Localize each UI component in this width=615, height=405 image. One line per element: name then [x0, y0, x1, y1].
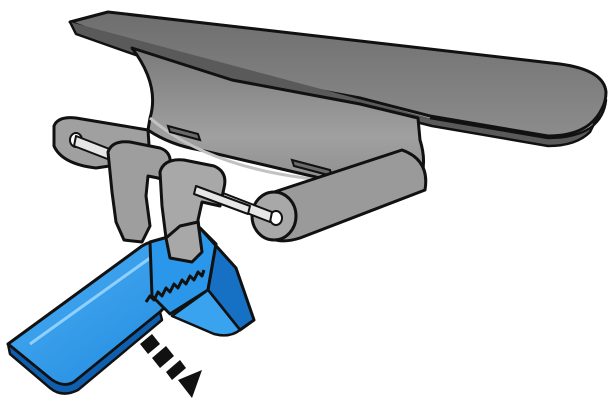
dashed-arrow-down-right-icon [140, 334, 202, 398]
blue-part [8, 228, 254, 394]
arrow-dash [166, 360, 186, 380]
arrow-dash [152, 346, 174, 368]
gray-housing [54, 12, 606, 262]
arrow-head [178, 370, 202, 398]
